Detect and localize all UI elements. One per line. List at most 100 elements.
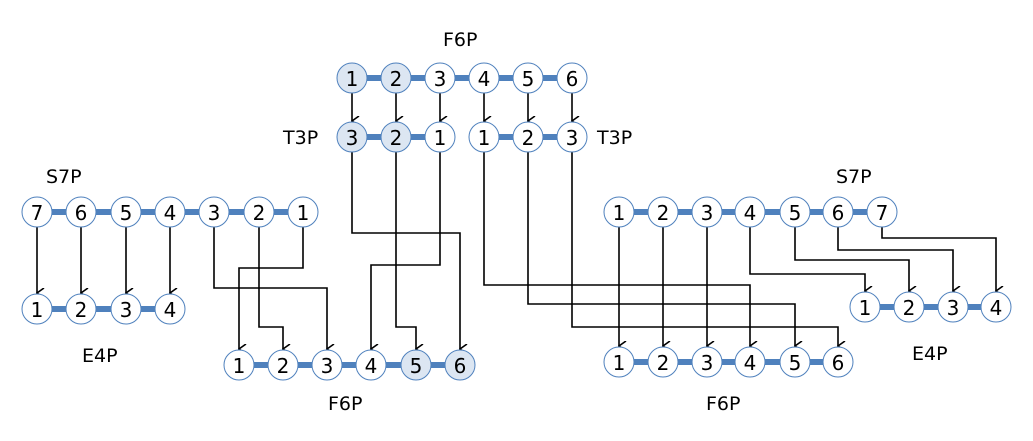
atom-circle bbox=[980, 291, 1012, 323]
s7p-right-atom-6: 6 bbox=[822, 196, 854, 228]
e4p-right-atom-2: 2 bbox=[893, 291, 925, 323]
atom-number: 4 bbox=[990, 296, 1003, 320]
f6p-top-atom-2: 2 bbox=[380, 62, 412, 94]
f6p-bottom-right-atom-4: 4 bbox=[734, 346, 766, 378]
label-f6p-top: F6P bbox=[443, 29, 477, 51]
atom-circle bbox=[512, 121, 544, 153]
atom-number: 3 bbox=[434, 67, 447, 91]
mapping-arrow bbox=[571, 152, 838, 346]
atom-circle bbox=[603, 196, 635, 228]
f6p-top-atom-1: 1 bbox=[336, 62, 368, 94]
e4p-left-atom-4: 4 bbox=[154, 293, 186, 325]
f6p-bottom-right-atom-5: 5 bbox=[779, 346, 811, 378]
atom-number: 2 bbox=[75, 298, 88, 322]
atom-circle bbox=[380, 121, 412, 153]
atom-number: 7 bbox=[31, 201, 44, 225]
s7p-right-atom-1: 1 bbox=[603, 196, 635, 228]
atom-number: 3 bbox=[321, 354, 334, 378]
f6p-bottom-right-atom-6: 6 bbox=[822, 346, 854, 378]
atom-number: 1 bbox=[434, 126, 447, 150]
f6p-bottom-left-atom-6: 6 bbox=[444, 349, 476, 381]
atom-circle bbox=[65, 196, 97, 228]
atom-circle bbox=[779, 196, 811, 228]
f6p-top-atom-6: 6 bbox=[556, 62, 588, 94]
mapping-edges bbox=[37, 93, 996, 349]
atom-number: 7 bbox=[876, 201, 889, 225]
atom-circle bbox=[311, 349, 343, 381]
s7p-left-atom-4: 4 bbox=[154, 196, 186, 228]
mapping-arrow bbox=[395, 152, 416, 349]
s7p-left-atom-6: 6 bbox=[65, 196, 97, 228]
atom-number: 6 bbox=[566, 67, 579, 91]
t3p-a-atom-3: 3 bbox=[336, 121, 368, 153]
atom-circle bbox=[444, 349, 476, 381]
s7p-left-atom-3: 3 bbox=[198, 196, 230, 228]
atom-number: 3 bbox=[947, 296, 960, 320]
s7p-right-atom-5: 5 bbox=[779, 196, 811, 228]
atom-number: 4 bbox=[164, 298, 177, 322]
s7p-left-atom-7: 7 bbox=[21, 196, 53, 228]
f6p-top-atom-5: 5 bbox=[512, 62, 544, 94]
f6p-bottom-left-atom-5: 5 bbox=[400, 349, 432, 381]
atom-circle bbox=[893, 291, 925, 323]
atom-circle bbox=[866, 196, 898, 228]
atom-number: 4 bbox=[164, 201, 177, 225]
atom-number: 5 bbox=[522, 67, 535, 91]
atom-circle bbox=[734, 196, 766, 228]
atom-number: 3 bbox=[701, 351, 714, 375]
atom-circle bbox=[822, 196, 854, 228]
atom-circle bbox=[424, 121, 456, 153]
atom-number: 2 bbox=[657, 201, 670, 225]
atom-circle bbox=[512, 62, 544, 94]
atom-circle bbox=[154, 293, 186, 325]
mapping-arrow bbox=[837, 227, 953, 291]
atom-circle bbox=[223, 349, 255, 381]
e4p-right-atom-4: 4 bbox=[980, 291, 1012, 323]
atom-number: 1 bbox=[297, 201, 310, 225]
atom-number: 1 bbox=[233, 354, 246, 378]
molecule-labels: F6P T3P T3P S7P E4P F6P S7P F6P E4P bbox=[46, 29, 948, 415]
atom-number: 2 bbox=[657, 351, 670, 375]
atom-circle bbox=[154, 196, 186, 228]
mapping-arrow bbox=[794, 227, 909, 291]
mapping-arrow bbox=[239, 227, 304, 349]
atom-number: 1 bbox=[613, 201, 626, 225]
atom-circle bbox=[779, 346, 811, 378]
atom-number: 5 bbox=[789, 351, 802, 375]
atom-number: 2 bbox=[253, 201, 266, 225]
atom-circle bbox=[556, 121, 588, 153]
atom-number: 6 bbox=[832, 351, 845, 375]
atom-number: 5 bbox=[120, 201, 133, 225]
atom-number: 2 bbox=[390, 126, 403, 150]
atom-circle bbox=[198, 196, 230, 228]
atom-circle bbox=[822, 346, 854, 378]
atom-circle bbox=[65, 293, 97, 325]
f6p-top-atom-4: 4 bbox=[468, 62, 500, 94]
mapping-arrow bbox=[371, 152, 441, 349]
t3p-b-atom-1: 1 bbox=[468, 121, 500, 153]
mapping-arrow bbox=[213, 227, 327, 349]
atom-circle bbox=[287, 196, 319, 228]
atom-number: 3 bbox=[346, 126, 359, 150]
s7p-left-atom-2: 2 bbox=[243, 196, 275, 228]
s7p-right-atom-7: 7 bbox=[866, 196, 898, 228]
f6p-top-atom-3: 3 bbox=[424, 62, 456, 94]
atom-circle bbox=[380, 62, 412, 94]
f6p-bottom-left-atom-3: 3 bbox=[311, 349, 343, 381]
atom-number: 2 bbox=[390, 67, 403, 91]
label-t3p-right: T3P bbox=[596, 127, 632, 149]
atom-circle bbox=[556, 62, 588, 94]
mapping-arrow bbox=[881, 227, 996, 291]
atom-number: 1 bbox=[613, 351, 626, 375]
atom-number: 3 bbox=[208, 201, 221, 225]
atom-circle bbox=[21, 196, 53, 228]
atom-number: 1 bbox=[859, 296, 872, 320]
atom-number: 3 bbox=[566, 126, 579, 150]
mapping-arrow bbox=[527, 152, 795, 346]
atom-number: 2 bbox=[903, 296, 916, 320]
e4p-right-atom-1: 1 bbox=[849, 291, 881, 323]
e4p-right-atom-3: 3 bbox=[937, 291, 969, 323]
atom-circle bbox=[21, 293, 53, 325]
